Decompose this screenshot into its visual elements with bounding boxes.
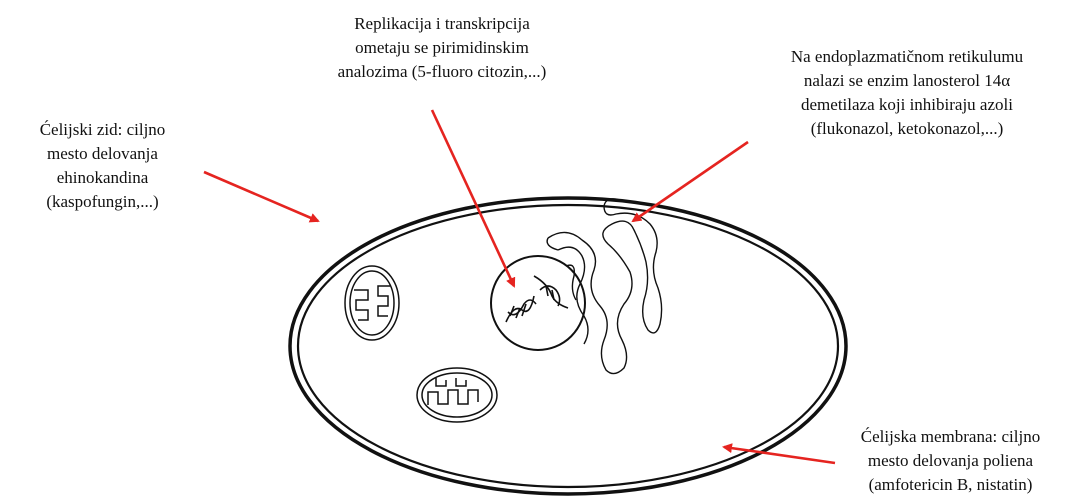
label-line: mesto delovanja poliena: [818, 449, 1083, 473]
label-line: (kaspofungin,...): [0, 190, 205, 214]
mitochondrion-icon-left: [345, 266, 399, 340]
label-cell-membrane: Ćelijska membrana: ciljno mesto delovanj…: [818, 425, 1083, 497]
label-nucleus-replication: Replikacija i transkripcija ometaju se p…: [292, 12, 592, 84]
arrow-to-nucleus: [432, 110, 514, 286]
label-line: nalazi se enzim lanosterol 14α: [742, 69, 1072, 93]
nucleus: [491, 256, 585, 350]
label-line: Replikacija i transkripcija: [292, 12, 592, 36]
label-line: ehinokandina: [0, 166, 205, 190]
label-line: (flukonazol, ketokonazol,...): [742, 117, 1072, 141]
cell-wall-outline: [290, 198, 846, 494]
label-line: Ćelijska membrana: ciljno: [818, 425, 1083, 449]
label-endoplasmic-reticulum: Na endoplazmatičnom retikulumu nalazi se…: [742, 45, 1072, 141]
label-line: (amfotericin B, nistatin): [818, 473, 1083, 497]
label-line: Ćelijski zid: ciljno: [0, 118, 205, 142]
label-cell-wall: Ćelijski zid: ciljno mesto delovanja ehi…: [0, 118, 205, 214]
arrow-to-cell-wall: [204, 172, 318, 221]
label-line: demetilaza koji inhibiraju azoli: [742, 93, 1072, 117]
label-line: ometaju se pirimidinskim: [292, 36, 592, 60]
label-line: mesto delovanja: [0, 142, 205, 166]
label-line: analozima (5-fluoro citozin,...): [292, 60, 592, 84]
arrow-to-endoplasmic-reticulum: [633, 142, 748, 221]
label-line: Na endoplazmatičnom retikulumu: [742, 45, 1072, 69]
mitochondrion-icon-bottom: [417, 368, 497, 422]
